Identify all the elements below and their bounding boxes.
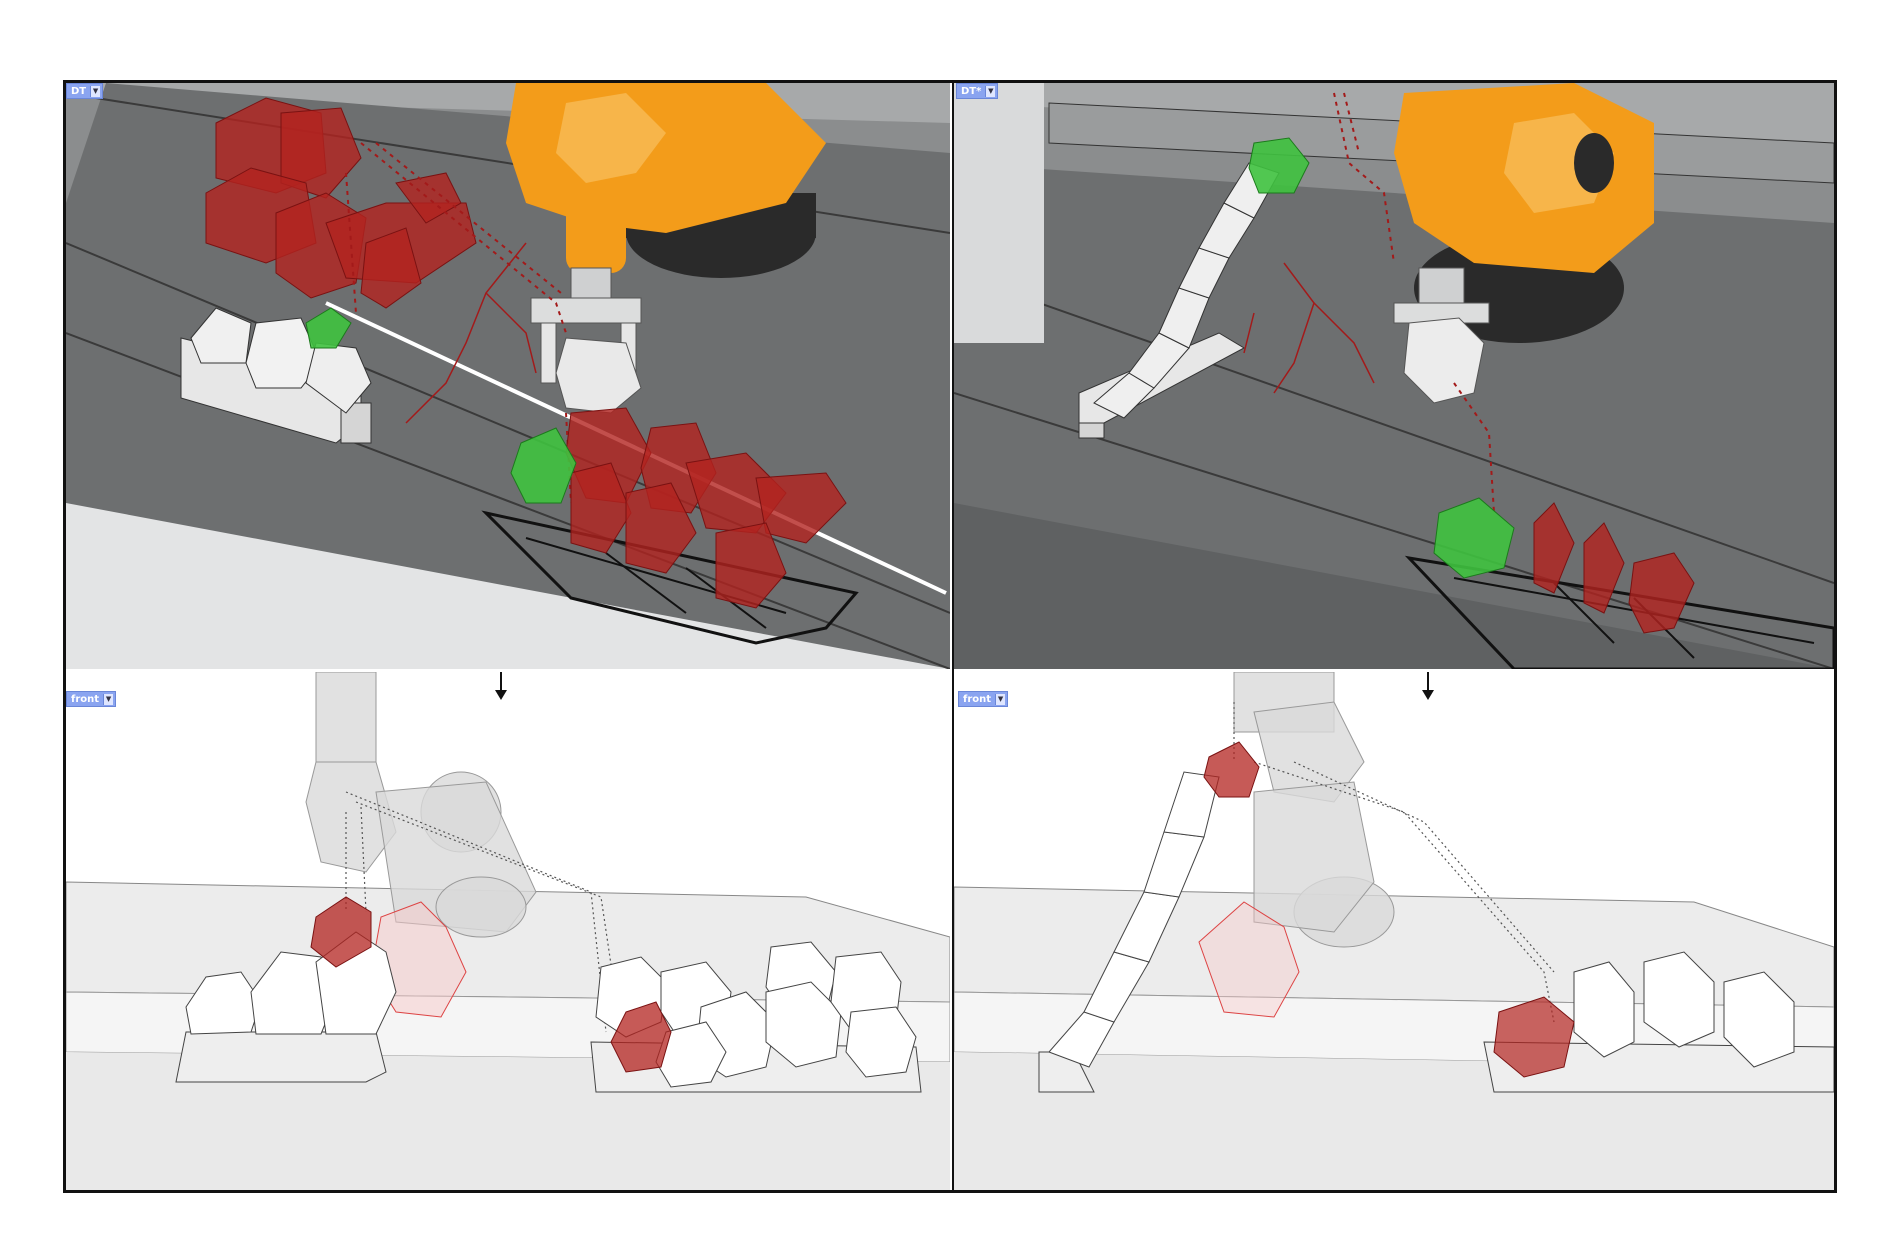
stone — [190, 307, 252, 364]
side-wall — [954, 83, 1044, 343]
tray — [481, 510, 859, 645]
rail-edge — [66, 242, 950, 614]
viewport-top-right[interactable]: DT* ▼ — [954, 83, 1834, 669]
tray-target-green — [1433, 497, 1515, 579]
platform-end — [340, 402, 372, 444]
target-red-tray — [1493, 996, 1575, 1078]
chevron-down-icon[interactable]: ▼ — [103, 693, 114, 705]
platform-left — [175, 1031, 387, 1083]
viewport-bottom-right-scene — [954, 672, 1834, 1190]
viewport-label: front — [71, 693, 100, 705]
rail-edge-2 — [954, 392, 1834, 669]
platform-end — [1078, 422, 1105, 439]
viewport-tag-bottom-left[interactable]: front ▼ — [66, 691, 117, 707]
viewport-bottom-right[interactable]: front ▼ — [954, 672, 1834, 1190]
path-branches — [405, 242, 537, 424]
floor-light — [66, 503, 950, 669]
viewport-tag-bottom-right[interactable]: front ▼ — [958, 691, 1009, 707]
robot-joint — [1574, 133, 1614, 193]
stones-right — [595, 941, 917, 1088]
gripper-mount — [1418, 267, 1465, 304]
tray-divider — [1553, 582, 1615, 644]
robot-arm-highlight — [556, 93, 666, 183]
active-target-green — [305, 307, 352, 349]
robot-wrist — [566, 193, 626, 273]
stone — [305, 342, 372, 414]
stones-right — [1573, 951, 1795, 1068]
held-stone — [1403, 317, 1485, 404]
path-branches — [1243, 262, 1375, 394]
robot-ghost — [305, 672, 537, 938]
target-cluster-red — [205, 97, 477, 309]
panel-divider — [952, 80, 954, 1193]
gripper-body — [530, 297, 642, 324]
viewport-top-left[interactable]: DT ▼ — [66, 83, 950, 669]
rail-edge — [954, 272, 1834, 584]
gripper-finger-left — [540, 322, 557, 384]
viewport-label: front — [963, 693, 992, 705]
robot-ghost — [1233, 672, 1395, 948]
down-arrow-icon — [495, 672, 507, 700]
target-red-tray — [610, 1001, 672, 1073]
table-front — [954, 503, 1834, 669]
viewport-top-left-scene — [66, 83, 950, 669]
path-sketch-red — [1198, 901, 1300, 1018]
viewport-bottom-left[interactable]: front ▼ — [66, 672, 950, 1190]
down-arrow-icon — [1422, 672, 1434, 700]
tray-target-green — [510, 427, 577, 504]
tray-divider — [605, 552, 687, 614]
tray-targets-red — [1533, 502, 1695, 634]
stone-column — [1093, 162, 1280, 419]
viewport-label: DT — [71, 85, 87, 97]
viewport-label: DT* — [961, 85, 982, 97]
motion-path — [1333, 92, 1495, 514]
viewport-bottom-left-scene — [66, 672, 950, 1190]
target-red — [1203, 741, 1260, 798]
target-red — [310, 896, 372, 968]
chevron-down-icon[interactable]: ▼ — [90, 85, 101, 97]
active-target-green — [1248, 137, 1310, 194]
tray-targets-red — [565, 407, 847, 609]
chevron-down-icon[interactable]: ▼ — [985, 85, 996, 97]
viewport-tag-top-right[interactable]: DT* ▼ — [956, 83, 999, 99]
gripper-mount — [570, 267, 612, 299]
stone-column — [1048, 771, 1220, 1068]
chevron-down-icon[interactable]: ▼ — [995, 693, 1006, 705]
viewport-tag-top-left[interactable]: DT ▼ — [66, 83, 104, 99]
tray — [1404, 555, 1834, 669]
motion-path — [345, 791, 622, 1033]
viewport-top-right-scene — [954, 83, 1834, 669]
